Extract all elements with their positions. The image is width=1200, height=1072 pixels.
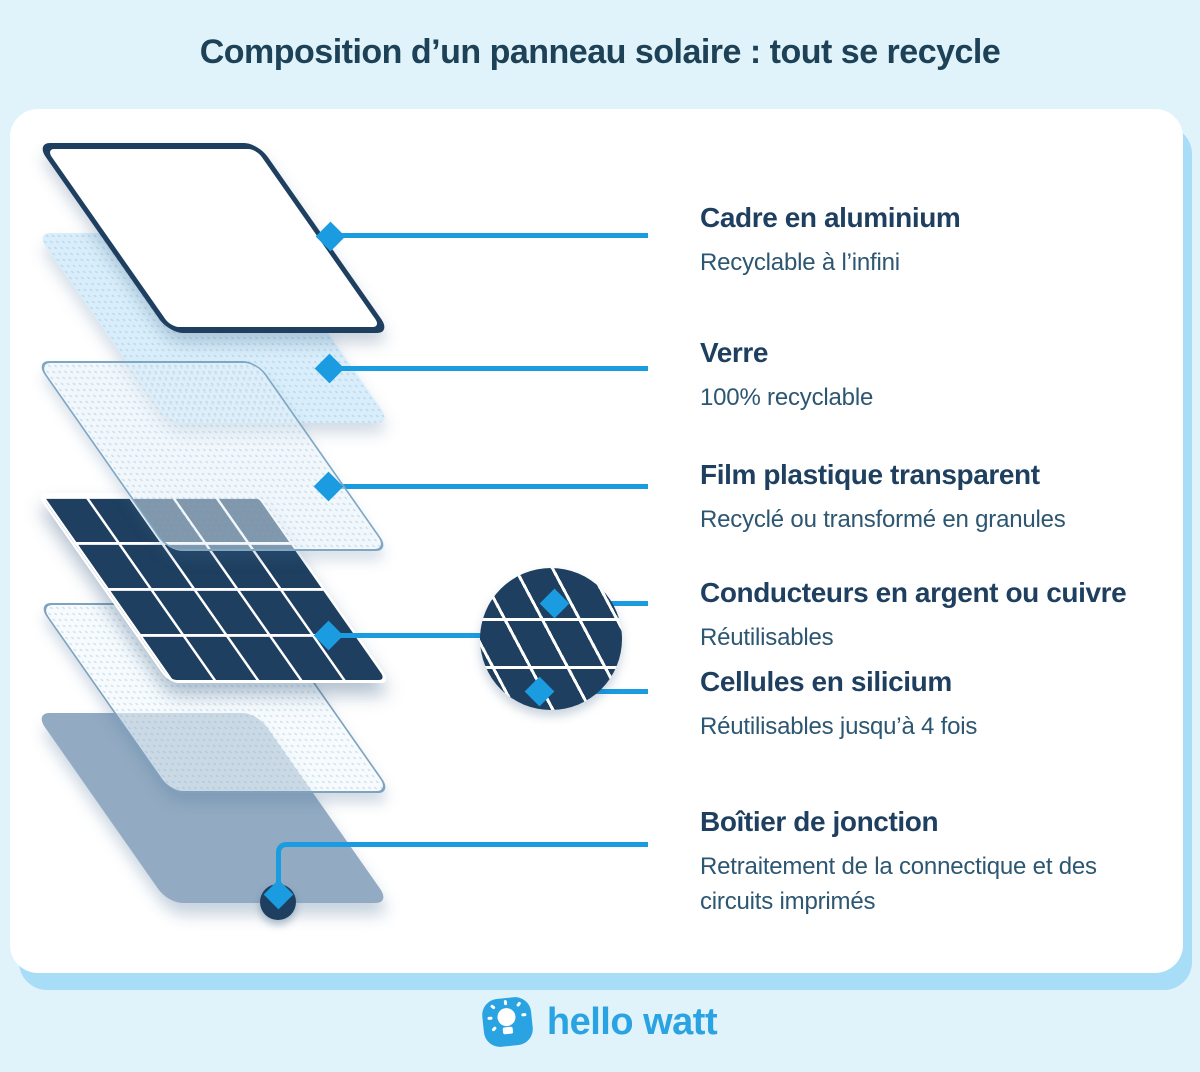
label-junction-heading: Boîtier de jonction (700, 806, 939, 837)
connector-line-film (335, 484, 648, 489)
connector-line-cells-to-magnifier (340, 633, 486, 638)
page-title: Composition d’un panneau solaire : tout … (199, 33, 1001, 71)
label-frame-sub: Recyclable à l’infini (700, 249, 900, 276)
label-conductors-sub: Réutilisables (700, 624, 834, 651)
logo-text: hello watt (546, 1000, 718, 1043)
connector-line-frame (336, 233, 648, 238)
label-glass: Verre 100% recyclable (700, 335, 1175, 416)
connector-line-glass (336, 366, 648, 371)
label-film: Film plastique transparent Recyclé ou tr… (700, 457, 1175, 538)
label-frame: Cadre en aluminium Recyclable à l’infini (700, 200, 1175, 281)
hellowatt-logo: hello watt (0, 995, 1200, 1049)
label-junction-sub: Retraitement de la connectique et des ci… (700, 853, 1097, 915)
label-cells: Cellules en silicium Réutilisables jusqu… (700, 664, 1175, 745)
label-film-sub: Recyclé ou transformé en granules (700, 506, 1066, 533)
label-cells-heading: Cellules en silicium (700, 666, 952, 697)
label-conductors-heading: Conducteurs en argent ou cuivre (700, 577, 1127, 608)
label-film-heading: Film plastique transparent (700, 459, 1040, 490)
label-junction: Boîtier de jonction Retraitement de la c… (700, 804, 1175, 920)
label-cells-sub: Réutilisables jusqu’à 4 fois (700, 713, 978, 740)
label-glass-heading: Verre (700, 337, 769, 368)
label-glass-sub: 100% recyclable (700, 384, 874, 411)
connector-line-junction (276, 842, 648, 886)
label-conductors: Conducteurs en argent ou cuivre Réutilis… (700, 575, 1175, 656)
label-frame-heading: Cadre en aluminium (700, 202, 961, 233)
lightbulb-icon (480, 995, 535, 1049)
